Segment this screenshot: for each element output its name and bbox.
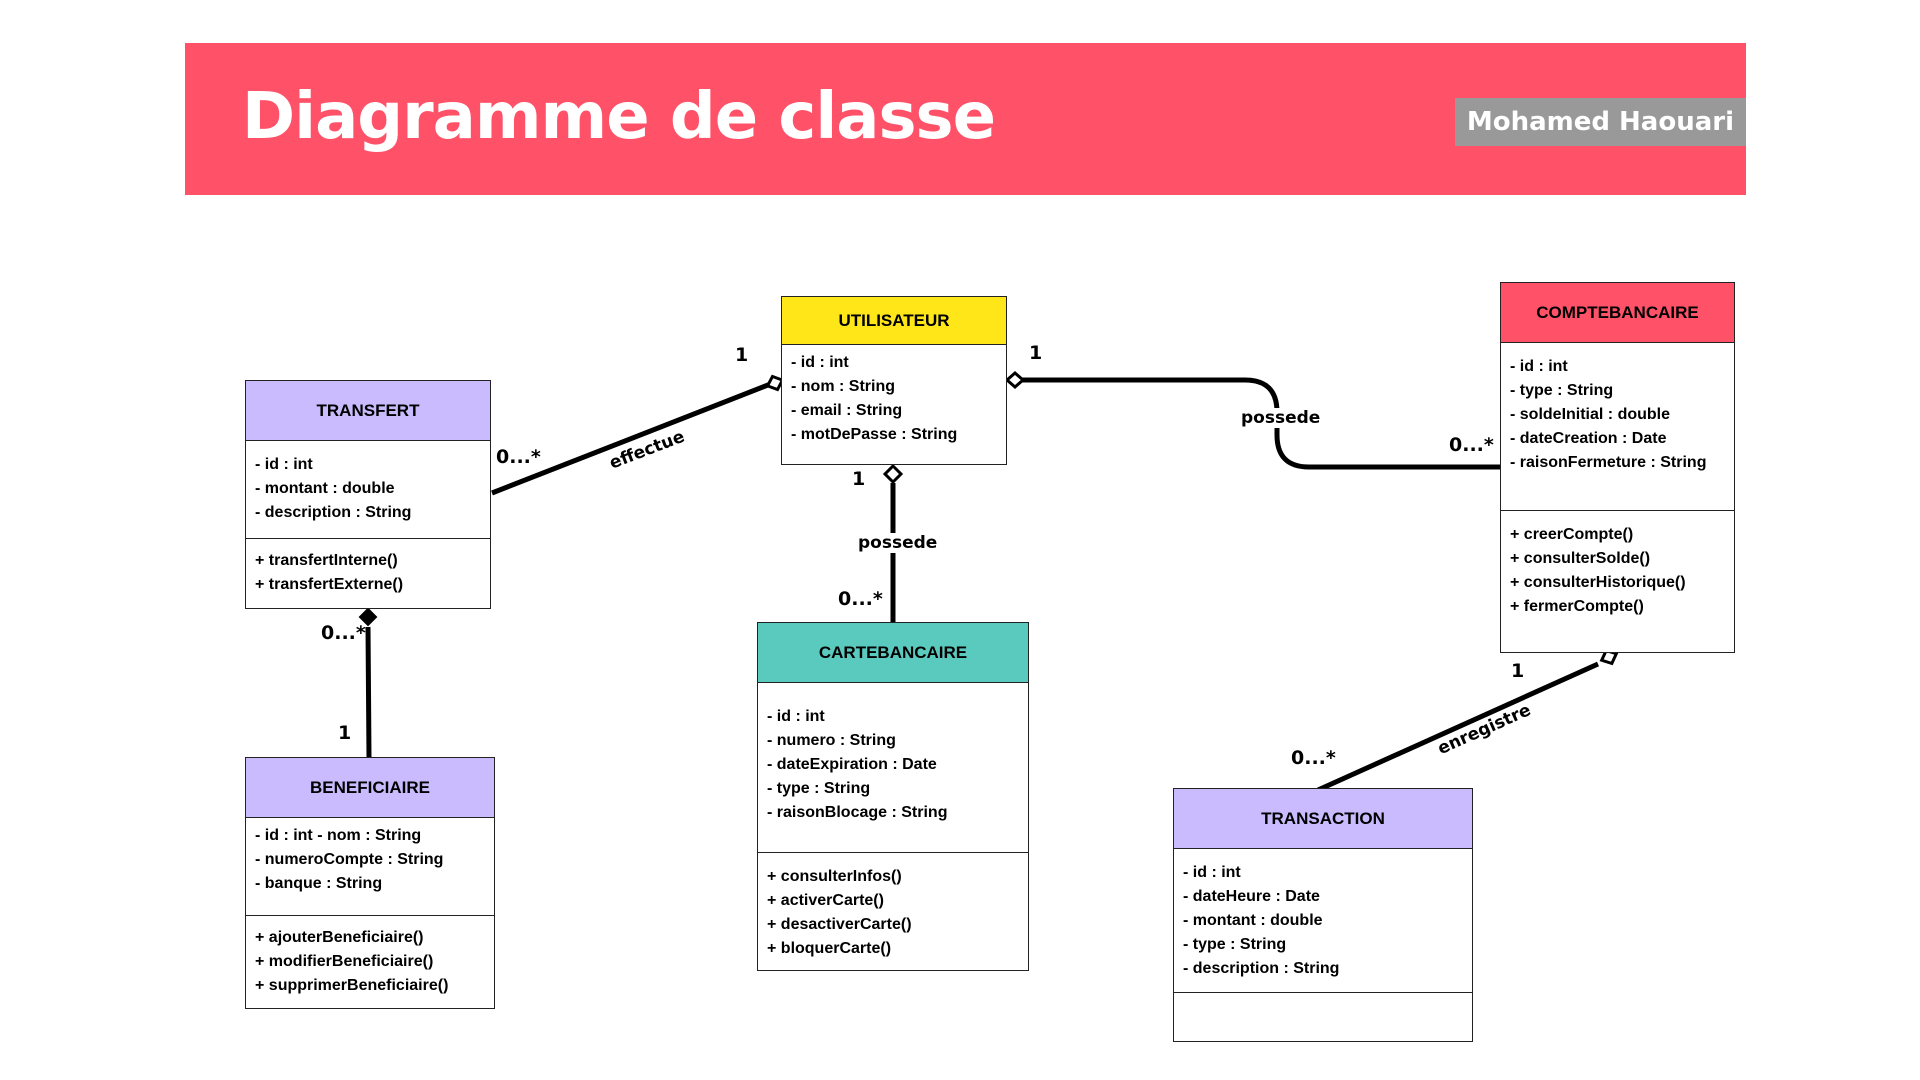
class-cartebancaire[interactable]: CARTEBANCAIRE - id : int - numero : Stri… [757,622,1029,971]
class-beneficiaire-methods: + ajouterBeneficiaire() + modifierBenefi… [246,915,494,1004]
class-cartebancaire-methods: + consulterInfos() + activerCarte() + de… [758,852,1028,967]
class-utilisateur-attributes: - id : int - nom : String - email : Stri… [782,345,1006,453]
method: + fermerCompte() [1510,598,1644,615]
attribute: - id : int [255,456,313,473]
attribute: - numero : String [767,732,896,749]
attribute: - description : String [255,504,412,521]
attribute: - description : String [1183,960,1340,977]
page-title: Diagramme de classe [242,80,996,154]
class-comptebancaire-name: COMPTEBANCAIRE [1501,283,1734,343]
beneficiaire-line [365,626,372,759]
class-transaction-methods [1174,992,1472,1005]
effectue-to-multiplicity: 1 [735,344,749,366]
method: + consulterInfos() [767,868,902,885]
class-beneficiaire-attributes: - id : int - nom : String - numeroCompte… [246,818,494,915]
author-badge: Mohamed Haouari [1454,98,1746,146]
attribute: - id : int [1510,358,1568,375]
attribute: - soldeInitial : double [1510,406,1670,423]
attribute: - dateCreation : Date [1510,430,1667,447]
possede-compte-label: possede [1238,408,1324,428]
class-transaction[interactable]: TRANSACTION - id : int - dateHeure : Dat… [1173,788,1473,1042]
method: + consulterSolde() [1510,550,1651,567]
beneficiaire-from-multiplicity: 0...* [321,622,366,644]
class-transaction-attributes: - id : int - dateHeure : Date - montant … [1174,849,1472,992]
class-comptebancaire-methods: + creerCompte() + consulterSolde() + con… [1501,510,1734,625]
class-comptebancaire[interactable]: COMPTEBANCAIRE - id : int - type : Strin… [1500,282,1735,653]
attribute: - id : int - nom : String [255,827,422,844]
possede-carte-label: possede [855,533,941,553]
beneficiaire-composition-diamond [358,607,378,627]
title-banner: Diagramme de classe Mohamed Haouari [185,43,1746,195]
attribute: - dateHeure : Date [1183,888,1320,905]
attribute: - id : int [791,354,849,371]
method: + modifierBeneficiaire() [255,953,434,970]
attribute: - id : int [767,708,825,725]
possede-compte-to-multiplicity: 0...* [1449,434,1494,456]
attribute: - motDePasse : String [791,426,958,443]
method: + desactiverCarte() [767,916,912,933]
class-cartebancaire-attributes: - id : int - numero : String - dateExpir… [758,683,1028,852]
attribute: - id : int [1183,864,1241,881]
attribute: - montant : double [255,480,395,497]
enregistre-from-multiplicity: 1 [1511,660,1525,682]
attribute: - banque : String [255,875,383,892]
attribute: - dateExpiration : Date [767,756,937,773]
class-utilisateur-name: UTILISATEUR [782,297,1006,345]
class-beneficiaire-name: BENEFICIAIRE [246,758,494,818]
possede-compte-from-multiplicity: 1 [1029,342,1043,364]
possede-compte-aggregation-diamond [1004,371,1026,389]
attribute: - email : String [791,402,903,419]
enregistre-line [1316,661,1600,793]
possede-carte-from-multiplicity: 1 [852,468,866,490]
attribute: - raisonBlocage : String [767,804,948,821]
effectue-aggregation-diamond [765,374,785,392]
method: + creerCompte() [1510,526,1634,543]
method: + bloquerCarte() [767,940,892,957]
attribute: - raisonFermeture : String [1510,454,1707,471]
class-comptebancaire-attributes: - id : int - type : String - soldeInitia… [1501,343,1734,510]
class-transfert-methods: + transfertInterne() + transfertExterne(… [246,538,490,603]
class-transfert[interactable]: TRANSFERT - id : int - montant : double … [245,380,491,609]
class-utilisateur[interactable]: UTILISATEUR - id : int - nom : String - … [781,296,1007,465]
effectue-from-multiplicity: 0...* [496,446,541,468]
class-transaction-name: TRANSACTION [1174,789,1472,849]
class-beneficiaire[interactable]: BENEFICIAIRE - id : int - nom : String -… [245,757,495,1009]
beneficiaire-to-multiplicity: 1 [338,722,352,744]
attribute: - nom : String [791,378,895,395]
attribute: - type : String [1183,936,1287,953]
method: + supprimerBeneficiaire() [255,977,449,994]
method: + activerCarte() [767,892,884,909]
class-cartebancaire-name: CARTEBANCAIRE [758,623,1028,683]
method: + ajouterBeneficiaire() [255,929,424,946]
method: + transfertInterne() [255,552,398,569]
method: + consulterHistorique() [1510,574,1686,591]
attribute: - type : String [767,780,871,797]
possede-carte-aggregation-diamond [882,463,904,485]
possede-carte-to-multiplicity: 0...* [838,588,883,610]
effectue-line [491,380,774,496]
class-transfert-attributes: - id : int - montant : double - descript… [246,441,490,538]
method: + transfertExterne() [255,576,404,593]
enregistre-to-multiplicity: 0...* [1291,747,1336,769]
attribute: - type : String [1510,382,1614,399]
class-transfert-name: TRANSFERT [246,381,490,441]
attribute: - numeroCompte : String [255,851,444,868]
attribute: - montant : double [1183,912,1323,929]
